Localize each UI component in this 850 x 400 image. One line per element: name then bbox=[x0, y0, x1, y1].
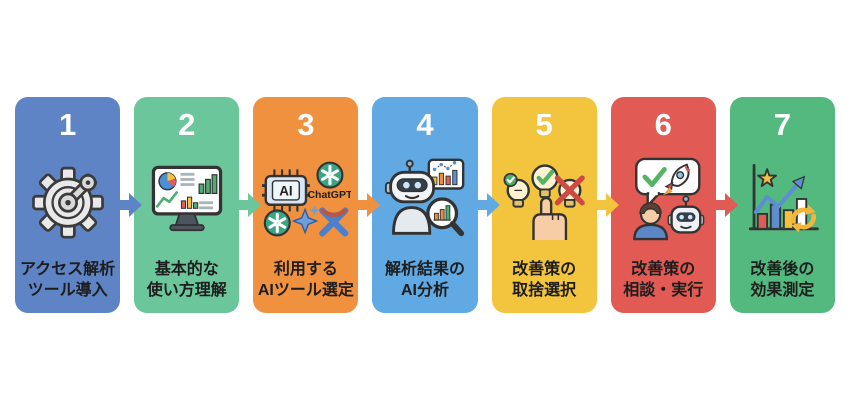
lightbulb-check-icon bbox=[531, 164, 559, 199]
step-label-line2: 取捨選択 bbox=[512, 281, 577, 299]
growth-measurement-icon bbox=[730, 140, 835, 259]
refresh-icon bbox=[791, 204, 817, 233]
step-card-4: 4 bbox=[372, 97, 500, 313]
ai-tools-icon: AI ChatGPT bbox=[253, 140, 358, 259]
step-label: 基本的な 使い方理解 bbox=[147, 259, 227, 301]
speech-bubble-icon bbox=[635, 158, 701, 208]
step-number: 5 bbox=[535, 107, 553, 142]
step-label-line2: AIツール選定 bbox=[257, 281, 354, 299]
analytics-monitor-icon bbox=[134, 140, 239, 259]
step-label: 改善後の 効果測定 bbox=[750, 259, 814, 301]
step-label: 利用する AIツール選定 bbox=[258, 259, 354, 301]
step-number: 3 bbox=[297, 107, 315, 142]
gear-setup-icon bbox=[15, 140, 120, 259]
chatgpt-logo-icon bbox=[263, 209, 291, 237]
pointing-hand-icon bbox=[532, 197, 568, 241]
step-label-line1: 利用する bbox=[273, 260, 338, 278]
step-label-line2: 相談・実行 bbox=[623, 281, 704, 299]
trend-arrow-icon bbox=[754, 183, 800, 215]
lightbulb-icon bbox=[503, 173, 531, 208]
step-label-line2: AI分析 bbox=[400, 281, 449, 299]
step-number: 4 bbox=[416, 107, 434, 142]
step-number: 7 bbox=[773, 107, 792, 142]
step-card-2: 2 bbox=[134, 97, 262, 313]
flow-arrow bbox=[592, 193, 619, 217]
step-label: 改善策の 取捨選択 bbox=[512, 259, 576, 301]
flow-arrow bbox=[473, 193, 500, 217]
ai-chip-label: AI bbox=[279, 184, 292, 199]
idea-selection-icon bbox=[492, 140, 597, 259]
person-icon bbox=[633, 202, 669, 241]
step-label-line1: 基本的な bbox=[154, 260, 219, 278]
check-icon bbox=[642, 167, 668, 188]
step-number: 6 bbox=[654, 107, 672, 142]
step-label-line1: アクセス解析 bbox=[19, 260, 116, 278]
chatgpt-label: ChatGPT bbox=[307, 189, 351, 201]
step-card-3: 3 AI bbox=[253, 97, 381, 313]
robot-icon bbox=[667, 195, 705, 234]
sparkle-icon bbox=[291, 206, 320, 235]
lightbulb-rejected-icon bbox=[554, 175, 585, 208]
step-label-line2: ツール導入 bbox=[27, 281, 108, 299]
steps-row: 1 bbox=[15, 97, 835, 313]
step-card-6: 6 bbox=[610, 97, 738, 313]
step-label-line1: 改善策の bbox=[631, 260, 696, 278]
flow-arrow bbox=[116, 193, 143, 217]
step-label: 解析結果の AI分析 bbox=[385, 259, 465, 301]
ai-chip-icon: AI bbox=[261, 169, 310, 212]
rocket-icon bbox=[663, 163, 691, 196]
step-card-1: 1 bbox=[15, 97, 143, 313]
step-label-line1: 解析結果の bbox=[384, 260, 465, 278]
step-label-line2: 使い方理解 bbox=[146, 281, 227, 299]
step-number: 1 bbox=[58, 107, 77, 142]
step-label-line2: 効果測定 bbox=[750, 281, 815, 299]
step-number: 2 bbox=[178, 107, 196, 142]
step-label: 改善策の 相談・実行 bbox=[623, 259, 703, 301]
step-card-7: 7 bbox=[729, 97, 835, 313]
step-label: アクセス解析 ツール導入 bbox=[20, 259, 115, 301]
robot-analysis-icon bbox=[372, 140, 477, 259]
step-card-5: 5 bbox=[491, 97, 619, 313]
flow-arrow bbox=[235, 193, 262, 217]
step-label-line1: 改善策の bbox=[512, 260, 577, 278]
x-tool-icon bbox=[319, 207, 349, 237]
chatgpt-logo-icon bbox=[316, 161, 344, 189]
flow-arrow bbox=[711, 193, 738, 217]
step-label-line1: 改善後の bbox=[750, 260, 815, 278]
human-robot-consult-icon bbox=[611, 140, 716, 259]
flow-arrow bbox=[354, 193, 381, 217]
star-icon bbox=[757, 168, 778, 188]
